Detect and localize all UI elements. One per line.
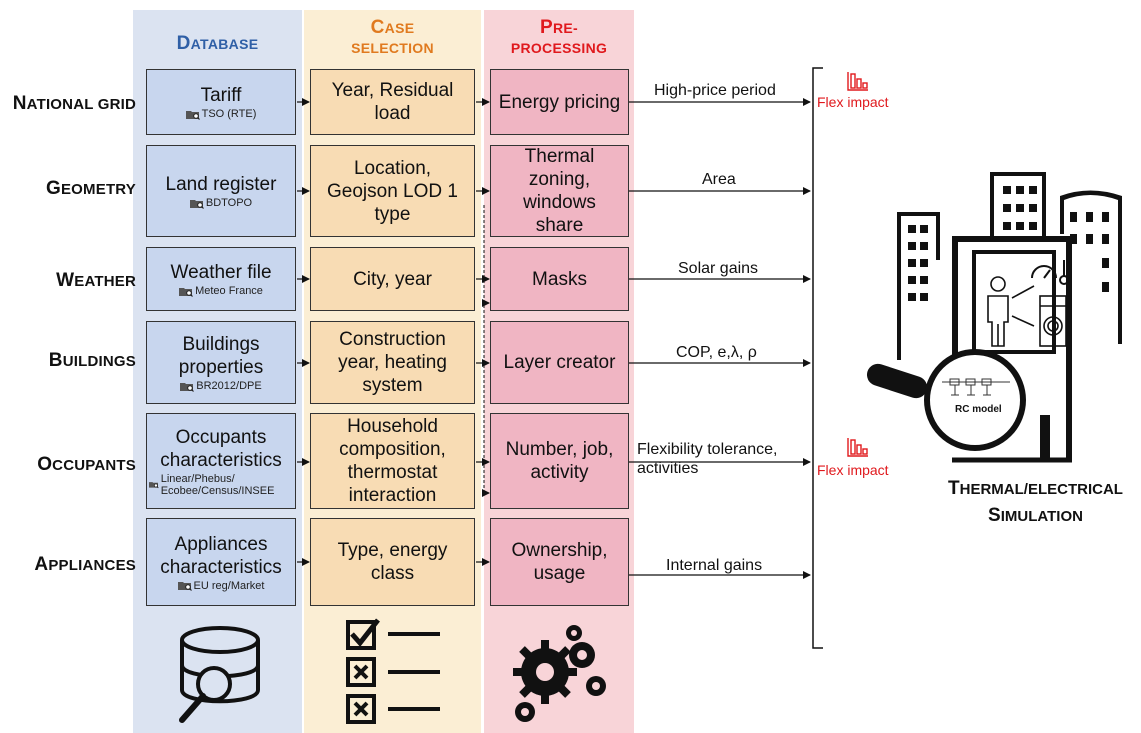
- database-box-buildings-properties: Buildings properties BR2012/DPE: [146, 321, 296, 404]
- case-box-location: Location, Geojson LOD 1 type: [310, 145, 475, 237]
- washing-machine-icon: [1039, 295, 1067, 347]
- row-label-buildings: BUILDINGS: [48, 350, 136, 371]
- pre-box-layer-creator: Layer creator: [490, 321, 629, 404]
- case-box-city-year: City, year: [310, 247, 475, 311]
- row-label-occupants: OCCUPANTS: [37, 454, 136, 475]
- pre-box-energy-pricing: Energy pricing: [490, 69, 629, 135]
- row-label-appliances: APPLIANCES: [34, 554, 136, 575]
- output-label-flexibility-tolerance: Flexibility tolerance, activities: [637, 441, 778, 477]
- case-box-household-composition: Household composition, thermostat intera…: [310, 413, 475, 509]
- folder-search-icon: [185, 110, 200, 120]
- case-selection-header: CASE SELECTION: [351, 17, 434, 57]
- flex-impact-label: Flex impact: [817, 462, 889, 478]
- database-header: DATABASE: [176, 33, 259, 54]
- output-label-area: Area: [702, 171, 736, 188]
- thermometer-icon: [1059, 260, 1069, 285]
- preprocessing-header: PRE- PROCESSING: [510, 17, 608, 57]
- row-label-geometry: GEOMETRY: [45, 178, 136, 199]
- bracket-icon: [812, 67, 823, 649]
- flex-impact-label: Flex impact: [817, 94, 889, 110]
- case-box-type-energy-class: Type, energy class: [310, 518, 475, 606]
- flex-impact-chart-icon: [847, 72, 868, 91]
- folder-search-icon: [177, 582, 192, 591]
- gauge-icon: [1031, 265, 1057, 279]
- rc-model-label: RC model: [955, 404, 1002, 415]
- database-search-icon: [179, 626, 260, 723]
- flex-impact-chart-icon: [847, 438, 868, 457]
- pre-box-ownership-usage: Ownership, usage: [490, 518, 629, 606]
- city-buildings-icon: [897, 172, 1122, 463]
- output-label-solar-gains: Solar gains: [678, 260, 759, 277]
- row-label-weather: WEATHER: [56, 270, 136, 291]
- simulation-label: THERMAL/ELECTRICAL SIMULATION: [948, 478, 1123, 526]
- output-label-internal-gains: Internal gains: [666, 557, 763, 574]
- folder-search-icon: [180, 382, 195, 392]
- row-label-national-grid: NATIONAL GRID: [12, 93, 136, 114]
- database-box-land-register: Land register BDTOPO: [146, 145, 296, 237]
- folder-search-icon: [189, 199, 204, 209]
- database-box-occupants-characteristics: Occupants characteristics Linear/Phebus/…: [146, 413, 296, 509]
- pre-box-thermal-zoning: Thermal zoning, windows share: [490, 145, 629, 237]
- output-label-cop: COP, e,λ, ρ: [676, 344, 757, 361]
- folder-search-icon: [149, 482, 159, 489]
- database-box-tariff: Tariff TSO (RTE): [146, 69, 296, 135]
- gears-icon: [513, 625, 606, 722]
- occupant-icon: [987, 276, 1009, 347]
- case-box-construction-year: Construction year, heating system: [310, 321, 475, 404]
- output-label-high-price-period: High-price period: [654, 82, 776, 99]
- pre-box-masks: Masks: [490, 247, 629, 311]
- database-box-weather-file: Weather file Meteo France: [146, 247, 296, 311]
- pre-box-number-job-activity: Number, job, activity: [490, 413, 629, 509]
- magnifier-icon: [866, 349, 1026, 451]
- checklist-icon: [346, 618, 440, 724]
- case-box-year-residual-load: Year, Residual load: [310, 69, 475, 135]
- database-box-appliances-characteristics: Appliances characteristics EU reg/Market: [146, 518, 296, 606]
- folder-search-icon: [179, 287, 193, 297]
